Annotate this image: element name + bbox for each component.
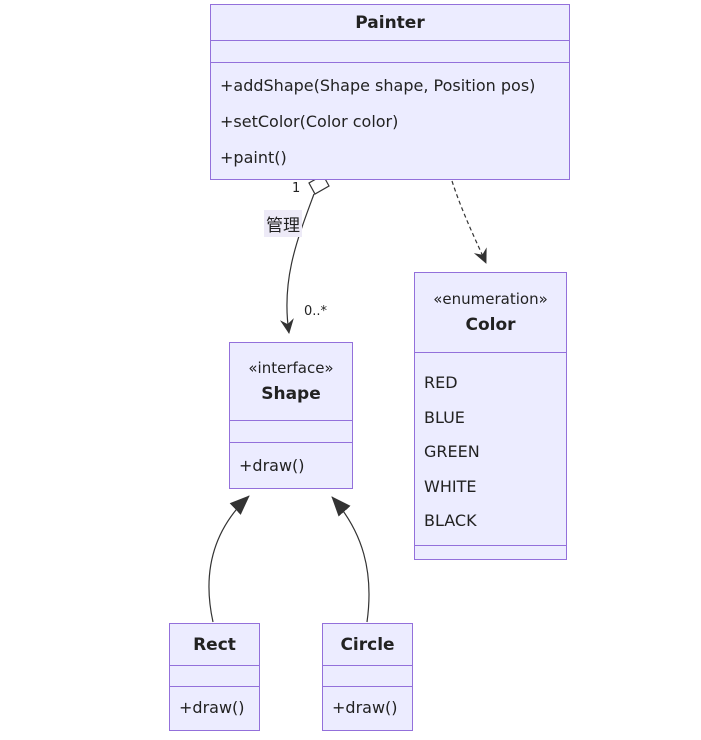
attributes-compartment: [323, 666, 412, 687]
method-row: +addShape(Shape shape, Position pos): [220, 76, 536, 95]
edge-inheritance-rect-shape: [208, 495, 250, 623]
enum-value: GREEN: [424, 442, 480, 461]
enum-value: BLUE: [424, 407, 465, 427]
method-row: +draw(): [179, 698, 245, 717]
method-row: +draw(): [239, 456, 305, 475]
class-box-color: «enumeration» Color RED BLUE GREEN WHITE…: [414, 272, 567, 560]
class-box-rect: Rect +draw(): [169, 623, 260, 731]
class-name: Shape: [261, 384, 321, 404]
multiplicity-label-target: 0..*: [304, 304, 328, 319]
edge-aggregation-painter-shape: [279, 193, 315, 334]
methods-compartment: +draw(): [323, 687, 412, 730]
class-box-shape: «interface» Shape +draw(): [229, 342, 353, 489]
attributes-compartment: [230, 421, 352, 443]
methods-compartment: +addShape(Shape shape, Position pos) +se…: [211, 63, 569, 179]
stereotype-label: «interface»: [248, 359, 334, 377]
method-row: +draw(): [332, 698, 398, 717]
method-row: +paint(): [220, 148, 287, 167]
class-title-color: «enumeration» Color: [415, 273, 566, 353]
edge-inheritance-circle-shape: [331, 496, 370, 623]
enum-values-compartment: RED BLUE GREEN WHITE BLACK: [415, 353, 566, 546]
enum-value: RED: [424, 373, 458, 392]
class-box-circle: Circle +draw(): [322, 623, 413, 731]
class-title-shape: «interface» Shape: [230, 343, 352, 421]
method-row: +setColor(Color color): [220, 112, 399, 131]
methods-compartment: +draw(): [230, 443, 352, 488]
multiplicity-label-source: 1: [292, 181, 301, 196]
class-name: Color: [465, 315, 516, 335]
edge-dependency-painter-color: [451, 180, 487, 264]
methods-compartment: [415, 546, 566, 559]
class-name: Rect: [193, 634, 236, 655]
attributes-compartment: [170, 666, 259, 687]
class-name: Painter: [355, 12, 425, 33]
class-title-painter: Painter: [211, 5, 569, 41]
enum-value: WHITE: [424, 476, 477, 496]
methods-compartment: +draw(): [170, 687, 259, 730]
edge-label-manage: 管理: [264, 210, 302, 237]
class-title-circle: Circle: [323, 624, 412, 666]
class-title-rect: Rect: [170, 624, 259, 666]
stereotype-label: «enumeration»: [433, 290, 548, 308]
enum-value: BLACK: [424, 511, 477, 530]
class-box-painter: Painter +addShape(Shape shape, Position …: [210, 4, 570, 180]
class-name: Circle: [340, 634, 395, 655]
attributes-compartment: [211, 41, 569, 63]
